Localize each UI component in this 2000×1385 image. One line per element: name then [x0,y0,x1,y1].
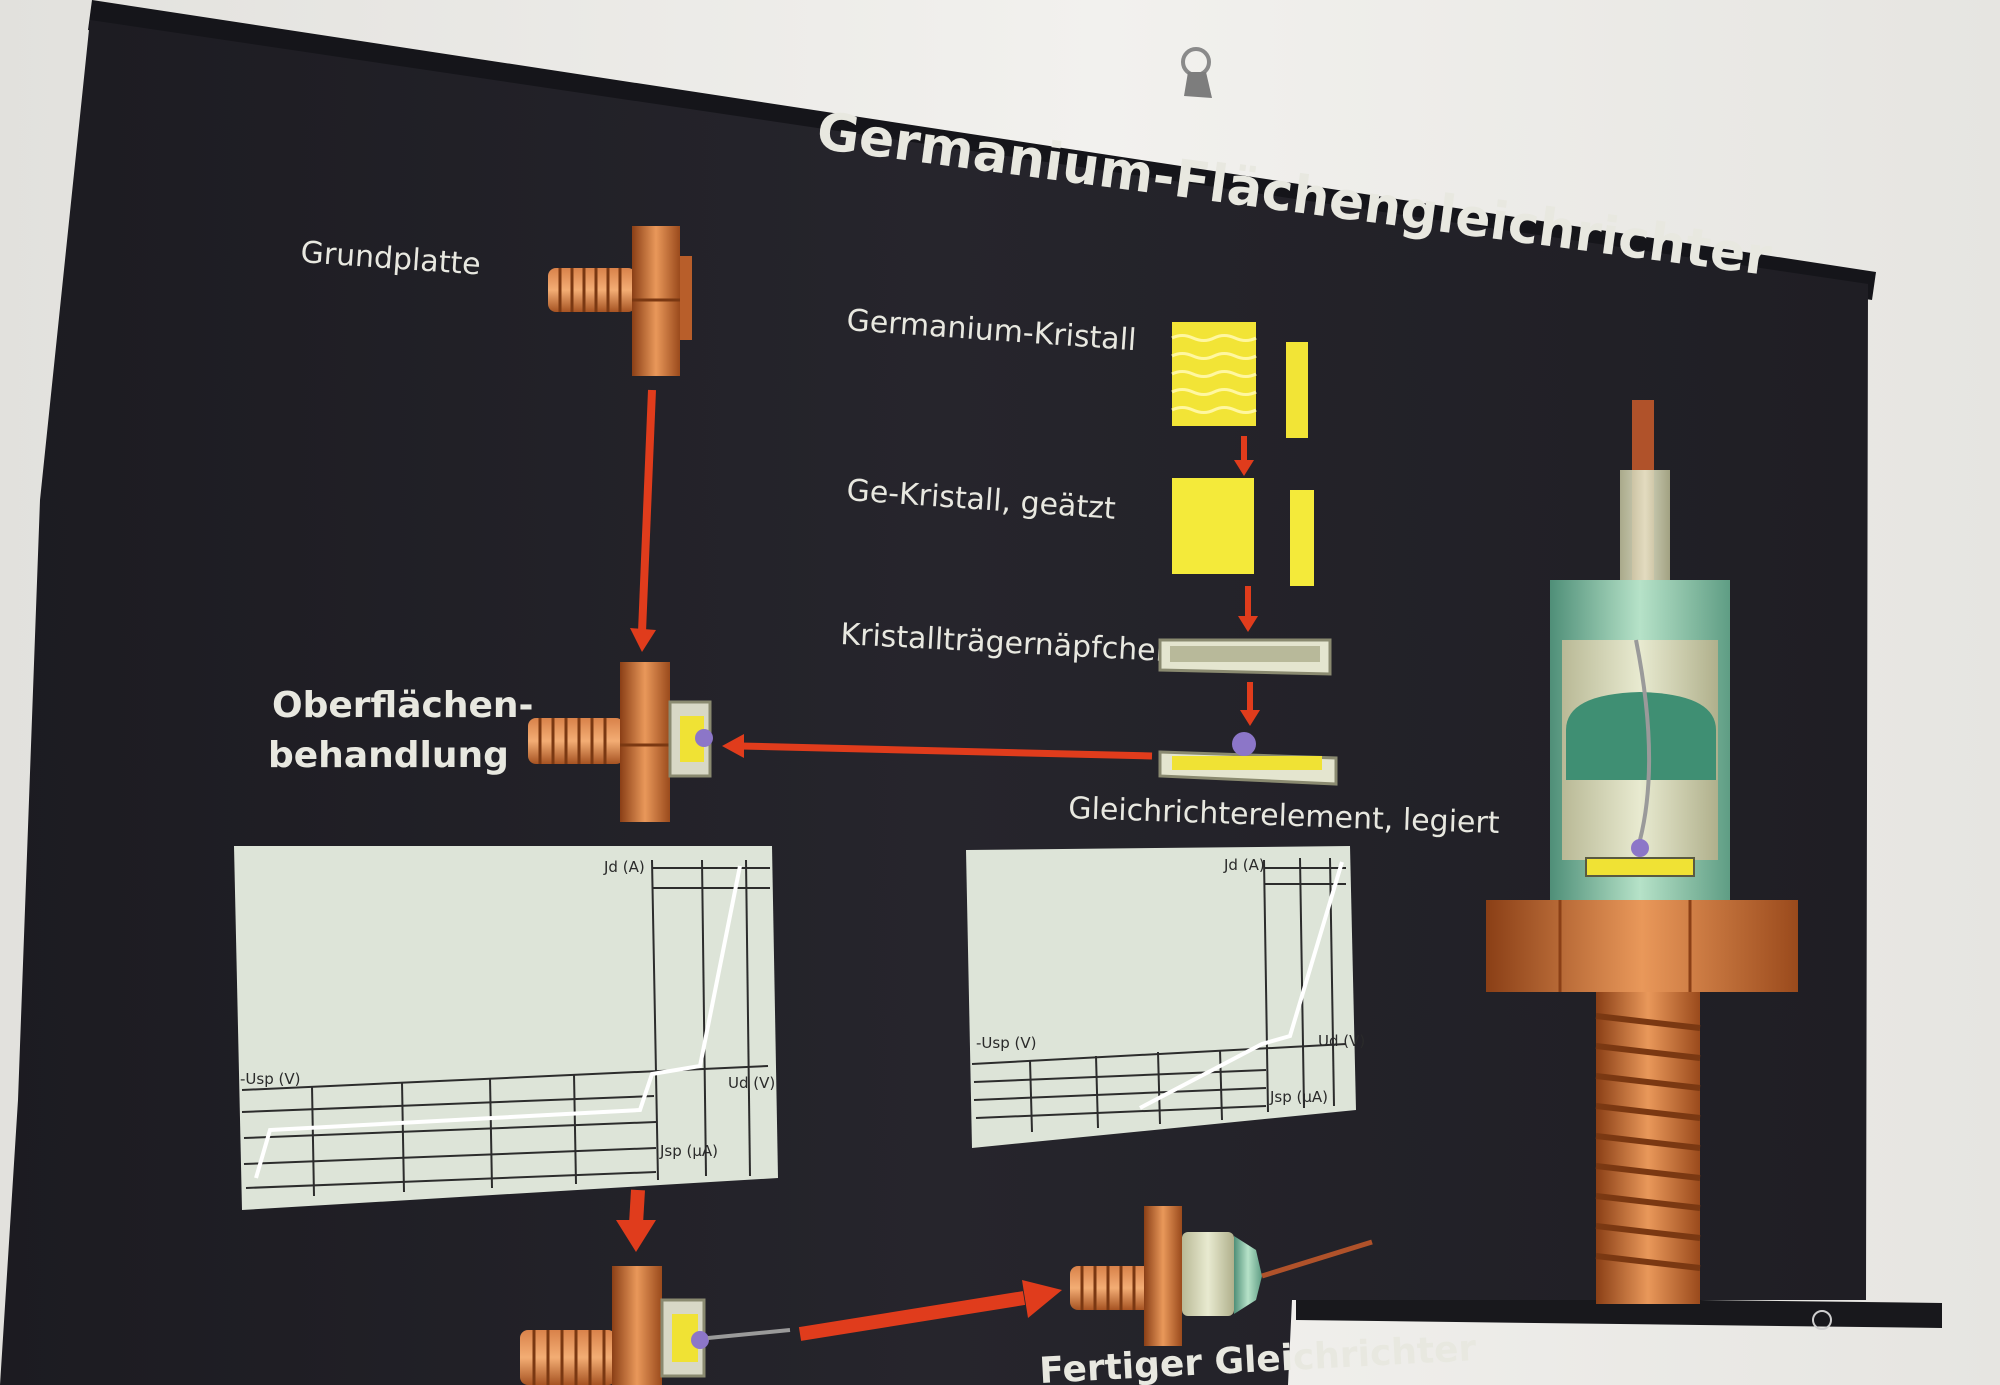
grundplatte-bolt-icon [548,226,692,376]
graph-left-y-neg-label: Jsp (μA) [659,1142,718,1160]
graph-right: Jd (A) -Usp (V) Ud (V) Jsp (μA) [966,846,1365,1148]
graph-right-y-label: Jd (A) [1223,856,1265,874]
poster-bottom-rod [1296,1295,1942,1328]
finished-rectifier-icon [1070,1206,1373,1346]
rectifier-cross-section [1486,400,1798,1304]
etched-crystal-icon [1172,478,1314,586]
label-oberflaechen-1: Oberflächen- [272,685,533,726]
process-arrows [616,389,1260,1341]
graph-left-x-pos-label: Ud (V) [728,1074,775,1092]
graph-right-x-pos-label: Ud (V) [1318,1032,1365,1050]
graph-right-x-neg-label: -Usp (V) [976,1034,1036,1052]
hanger-ring [1181,47,1211,77]
publisher-logo-icon [1812,1310,1832,1330]
hanger-clip [1184,72,1212,98]
graph-right-y-neg-label: Jsp (μA) [1269,1088,1328,1106]
oberflaechen-bolt-icon [528,662,713,822]
graph-left-y-label: Jd (A) [603,858,645,876]
graph-left-x-neg-label: -Usp (V) [240,1070,300,1088]
germanium-crystal-icon [1171,322,1308,438]
label-oberflaechen-2: behandlung [268,735,509,776]
rectifier-element-icon [1158,732,1338,786]
graph-left: Jd (A) -Usp (V) Ud (V) Jsp (μA) [234,846,778,1210]
bottom-bolt-icon [520,1266,791,1385]
crystal-carrier-cup-icon [1158,638,1332,676]
